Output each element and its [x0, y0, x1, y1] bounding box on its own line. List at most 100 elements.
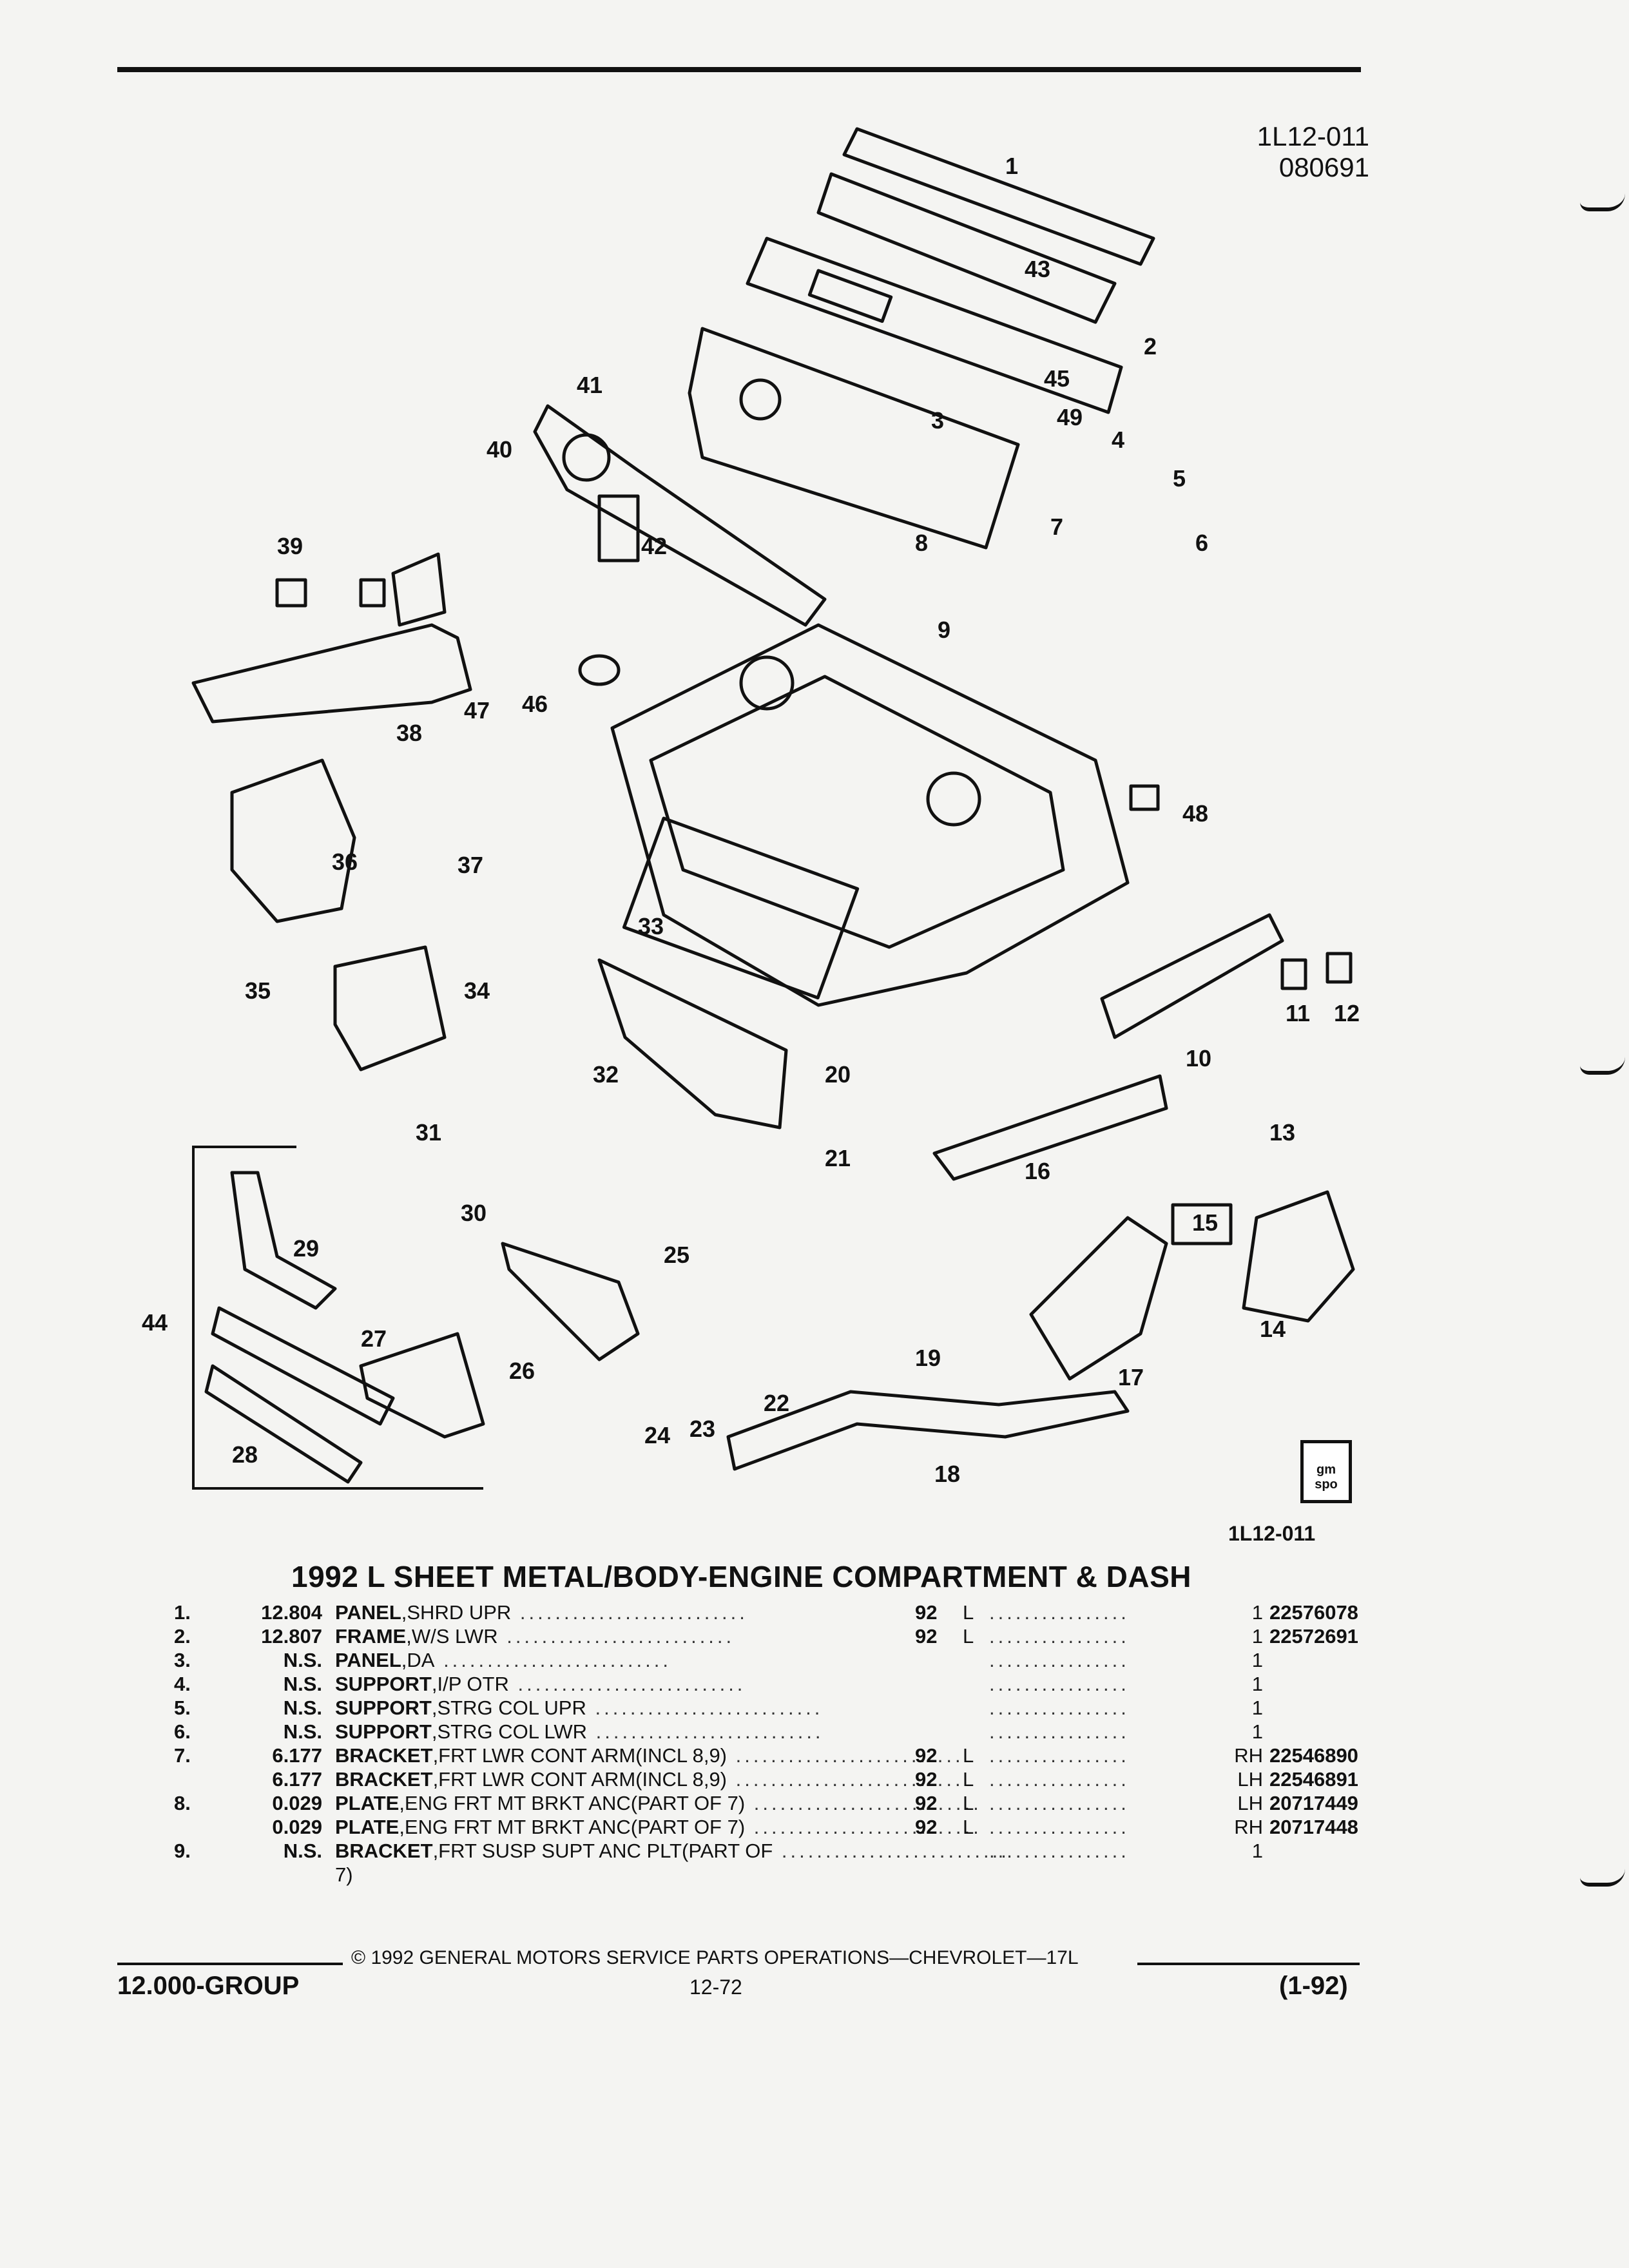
model-year: 92	[915, 1625, 938, 1648]
callout-16: 16	[1025, 1158, 1050, 1184]
page-title: 1992 L SHEET METAL/BODY-ENGINE COMPARTME…	[291, 1560, 1191, 1593]
part-18	[726, 1390, 1130, 1471]
part-name: SUPPORT	[335, 1720, 432, 1743]
item-ref: 9.	[174, 1840, 191, 1862]
part-name: SUPPORT	[335, 1673, 432, 1695]
reference-code: 1L12-011 080691	[1228, 121, 1369, 183]
callout-1: 1	[1005, 153, 1018, 179]
quantity: 1	[1251, 1601, 1263, 1624]
leader-dots: ................	[989, 1673, 1130, 1695]
footer-rule-left	[117, 1963, 343, 1965]
callout-41: 41	[577, 372, 602, 398]
page-number: 12-72	[689, 1975, 742, 1999]
quantity: 1	[1251, 1673, 1263, 1695]
gm-spo-logo-text: gm spo	[1315, 1463, 1338, 1492]
part-25	[501, 1242, 640, 1361]
part-description: BRACKET,FRT LWR CONT ARM(INCL 8,9) .....…	[335, 1744, 1018, 1767]
part-detail: ,I/P OTR	[431, 1673, 509, 1695]
part-description: FRAME,W/S LWR ..........................	[335, 1624, 1018, 1648]
model-year: 92	[915, 1601, 938, 1624]
callout-32: 32	[593, 1061, 619, 1088]
leader-dots: ................	[989, 1816, 1130, 1838]
gm-spo-logo-icon: gm spo	[1300, 1440, 1352, 1503]
part-detail: ,SHRD UPR	[401, 1601, 512, 1624]
parts-row-continuation: 7)	[335, 1863, 353, 1886]
part-16	[932, 1074, 1168, 1181]
part-number: 22546891	[1269, 1768, 1358, 1791]
part-description: PANEL,SHRD UPR .........................…	[335, 1600, 1018, 1624]
ref-code-1: 1L12-011	[1257, 121, 1369, 151]
part-name: FRAME	[335, 1625, 407, 1648]
leader-dots: ..........................	[434, 1649, 671, 1671]
item-ref: 1.	[174, 1601, 191, 1624]
quantity: LH	[1237, 1792, 1263, 1814]
series: L	[963, 1792, 974, 1814]
item-ref: 3.	[174, 1649, 191, 1671]
model-year: 92	[915, 1744, 938, 1767]
series: L	[963, 1625, 974, 1648]
group-number: 12.804	[261, 1601, 322, 1624]
part-engine-compartment	[610, 623, 1130, 1007]
binder-mark	[1580, 193, 1625, 211]
group-number: N.S.	[283, 1840, 322, 1862]
part-description: BRACKET,FRT LWR CONT ARM(INCL 8,9) .....…	[335, 1767, 1018, 1791]
leader-dots: ................	[989, 1720, 1130, 1743]
callout-22: 22	[764, 1390, 789, 1416]
part-description: SUPPORT,I/P OTR ........................…	[335, 1672, 1018, 1696]
group-number: N.S.	[283, 1673, 322, 1695]
diagram-ref-code: 1L12-011	[1228, 1522, 1316, 1545]
model-year: 92	[915, 1792, 938, 1814]
callout-42: 42	[641, 533, 667, 559]
part-17	[1029, 1216, 1168, 1381]
leader-dots: ................	[989, 1649, 1130, 1671]
part-name: PLATE	[335, 1792, 400, 1814]
callout-24: 24	[644, 1422, 670, 1448]
part-name: BRACKET	[335, 1768, 433, 1791]
callout-37: 37	[458, 852, 483, 878]
part-number: 22546890	[1269, 1744, 1358, 1767]
quantity: LH	[1237, 1768, 1263, 1791]
callout-36: 36	[332, 849, 358, 875]
callout-18: 18	[934, 1461, 960, 1487]
part-detail: ,STRG COL LWR	[431, 1720, 587, 1743]
leader-dots: ................	[989, 1840, 1130, 1862]
item-ref: 2.	[174, 1625, 191, 1648]
callout-4: 4	[1112, 427, 1124, 453]
callout-25: 25	[664, 1242, 689, 1268]
part-name: BRACKET	[335, 1744, 433, 1767]
leader-dots: ................	[989, 1601, 1130, 1624]
footer-rule-right	[1137, 1963, 1360, 1965]
leader-dots: ................	[989, 1625, 1130, 1648]
callout-49: 49	[1057, 404, 1083, 430]
part-wheelhouse-36	[230, 758, 356, 923]
callout-8: 8	[915, 530, 928, 556]
part-10	[1100, 913, 1284, 1039]
part-detail: ,FRT LWR CONT ARM(INCL 8,9)	[432, 1744, 728, 1767]
callout-33: 33	[638, 913, 664, 939]
leader-dots: ..........................	[497, 1625, 735, 1648]
part-detail: ,FRT SUSP SUPT ANC PLT(PART OF	[432, 1840, 773, 1862]
part-number: 22572691	[1269, 1625, 1358, 1648]
item-ref: 4.	[174, 1673, 191, 1695]
part-name: PANEL	[335, 1649, 401, 1671]
callout-39: 39	[277, 533, 303, 559]
part-name: BRACKET	[335, 1840, 433, 1862]
callout-40: 40	[487, 436, 512, 463]
callout-21: 21	[825, 1145, 851, 1171]
quantity: RH	[1234, 1744, 1263, 1767]
part-26	[359, 1332, 485, 1439]
part-description: SUPPORT,STRG COL LWR ...................…	[335, 1720, 1018, 1744]
leader-dots: ..........................	[727, 1744, 964, 1767]
leader-dots: ..........................	[745, 1816, 982, 1838]
callout-31: 31	[416, 1119, 441, 1146]
callout-13: 13	[1269, 1119, 1295, 1146]
callout-12: 12	[1334, 1000, 1360, 1026]
callout-30: 30	[461, 1200, 487, 1226]
callout-20: 20	[825, 1061, 851, 1088]
part-cowl-side	[533, 404, 827, 627]
callout-48: 48	[1182, 800, 1208, 827]
